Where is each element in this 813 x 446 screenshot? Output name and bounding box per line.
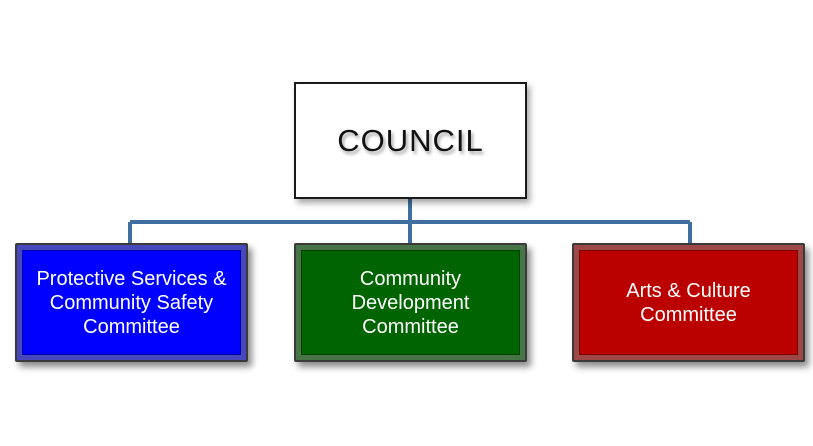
protective-services-committee-box: Protective Services & Community Safety C…: [15, 243, 248, 362]
arts-culture-committee-label: Arts & Culture Committee: [626, 279, 751, 326]
community-development-committee-box: Community Development Committee: [294, 243, 527, 362]
council-box: COUNCIL: [294, 82, 527, 199]
council-label: COUNCIL: [337, 122, 484, 158]
community-development-committee-label: Community Development Committee: [351, 267, 470, 338]
arts-culture-committee-box: Arts & Culture Committee: [572, 243, 805, 362]
protective-services-committee-label: Protective Services & Community Safety C…: [36, 267, 227, 338]
